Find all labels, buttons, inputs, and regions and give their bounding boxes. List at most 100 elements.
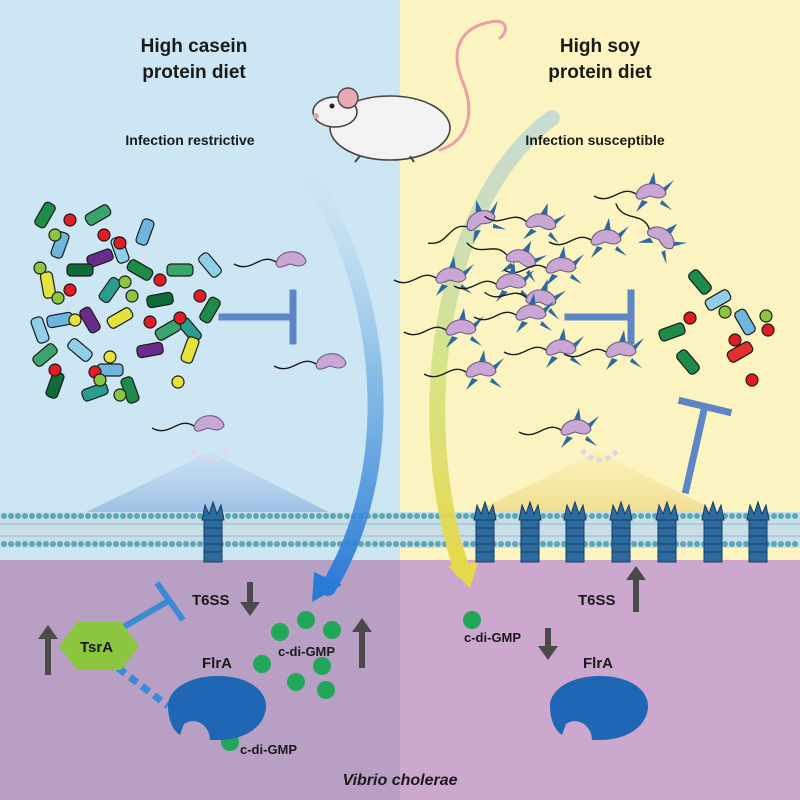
microbe-sphere bbox=[761, 323, 775, 337]
lipid-head bbox=[547, 541, 553, 547]
lipid-head bbox=[148, 513, 154, 519]
lipid-head bbox=[652, 541, 658, 547]
left-diet-arrowhead bbox=[312, 572, 342, 602]
lipid-head bbox=[197, 541, 203, 547]
microbe-rod bbox=[676, 349, 700, 375]
microbe-rod bbox=[135, 218, 155, 246]
flra-protein-left bbox=[168, 676, 266, 740]
microbe-rod bbox=[106, 307, 134, 329]
microbe-rod bbox=[704, 289, 732, 311]
t6ss-icon bbox=[473, 500, 497, 563]
lipid-head bbox=[722, 541, 728, 547]
lipid-head bbox=[141, 541, 147, 547]
microbe-sphere bbox=[97, 228, 111, 242]
microbe-rod bbox=[146, 291, 174, 309]
microbe-sphere bbox=[759, 309, 773, 323]
lipid-head bbox=[183, 541, 189, 547]
lipid-head bbox=[505, 513, 511, 519]
lipid-head bbox=[393, 541, 399, 547]
microbe-sphere bbox=[48, 228, 62, 242]
lipid-head bbox=[71, 513, 77, 519]
lipid-head bbox=[169, 513, 175, 519]
lipid-head bbox=[225, 541, 231, 547]
lipid-head bbox=[155, 513, 161, 519]
lipid-head bbox=[92, 513, 98, 519]
microbe-rod bbox=[32, 343, 58, 367]
lipid-head bbox=[407, 513, 413, 519]
lipid-head bbox=[239, 541, 245, 547]
lipid-head bbox=[498, 513, 504, 519]
lipid-head bbox=[64, 541, 70, 547]
lipid-head bbox=[596, 541, 602, 547]
flra-protein-right bbox=[550, 676, 648, 740]
lipid-head bbox=[309, 541, 315, 547]
tsra-flra-link bbox=[115, 665, 171, 709]
lipid-head bbox=[792, 541, 798, 547]
left-title-line2: protein diet bbox=[142, 62, 246, 83]
lipid-head bbox=[246, 513, 252, 519]
lipid-head bbox=[78, 513, 84, 519]
lipid-head bbox=[120, 513, 126, 519]
lipid-head bbox=[302, 513, 308, 519]
lipid-head bbox=[141, 513, 147, 519]
lipid-head bbox=[85, 541, 91, 547]
microbe-sphere bbox=[171, 375, 185, 389]
microbe-rod bbox=[688, 269, 712, 295]
lipid-head bbox=[743, 541, 749, 547]
vibrio-bacterium-icon bbox=[503, 328, 584, 368]
lipid-head bbox=[232, 541, 238, 547]
microbe-sphere bbox=[143, 315, 157, 329]
vibrio-bacterium-icon bbox=[548, 218, 629, 258]
microbe-sphere bbox=[68, 313, 82, 327]
microbe-rod bbox=[180, 336, 200, 364]
microbe-rod bbox=[39, 271, 57, 299]
lipid-head bbox=[1, 513, 7, 519]
lipid-head bbox=[274, 513, 280, 519]
lipid-head bbox=[260, 541, 266, 547]
lipid-head bbox=[771, 541, 777, 547]
c-di-gmp-dot bbox=[297, 611, 315, 629]
vibrio-bacterium-icon bbox=[563, 330, 644, 370]
lipid-head bbox=[330, 513, 336, 519]
vibrio-bacterium-icon bbox=[273, 353, 347, 370]
microbe-rod bbox=[67, 338, 93, 362]
lipid-head bbox=[15, 541, 21, 547]
lipid-head bbox=[785, 513, 791, 519]
lipid-head bbox=[22, 513, 28, 519]
microbe-sphere bbox=[745, 373, 759, 387]
lipid-head bbox=[162, 541, 168, 547]
lipid-head bbox=[176, 513, 182, 519]
lipid-head bbox=[323, 541, 329, 547]
microbe-rod bbox=[81, 382, 109, 402]
lipid-head bbox=[372, 541, 378, 547]
microbe-sphere bbox=[118, 275, 132, 289]
up-arrow-icon bbox=[352, 618, 372, 668]
lipid-head bbox=[407, 541, 413, 547]
lipid-head bbox=[778, 513, 784, 519]
lipid-head bbox=[127, 541, 133, 547]
microbe-sphere bbox=[728, 333, 742, 347]
microbiota-cluster-icon bbox=[30, 201, 222, 404]
right-diet-arrowhead bbox=[448, 562, 478, 588]
left-status-label: Infection restrictive bbox=[125, 132, 254, 148]
lipid-head bbox=[687, 541, 693, 547]
lipid-head bbox=[148, 541, 154, 547]
microbe-sphere bbox=[173, 311, 187, 325]
right-status-label: Infection susceptible bbox=[525, 132, 664, 148]
lipid-head bbox=[302, 541, 308, 547]
c-di-gmp-dot bbox=[463, 611, 481, 629]
vibrio-large bbox=[151, 415, 225, 432]
lipid-head bbox=[281, 541, 287, 547]
vibrio-bacterium-icon bbox=[453, 262, 534, 302]
right-cdigmp-label: c-di-GMP bbox=[464, 630, 521, 645]
lipid-head bbox=[603, 541, 609, 547]
lipid-head bbox=[680, 541, 686, 547]
lipid-head bbox=[645, 513, 651, 519]
microbe-sphere bbox=[125, 289, 139, 303]
lipid-head bbox=[344, 513, 350, 519]
left-cdigmp-label: c-di-GMP bbox=[278, 644, 335, 659]
t6ss-icon bbox=[655, 500, 679, 563]
lipid-head bbox=[253, 513, 259, 519]
lipid-head bbox=[50, 541, 56, 547]
lipid-head bbox=[232, 513, 238, 519]
